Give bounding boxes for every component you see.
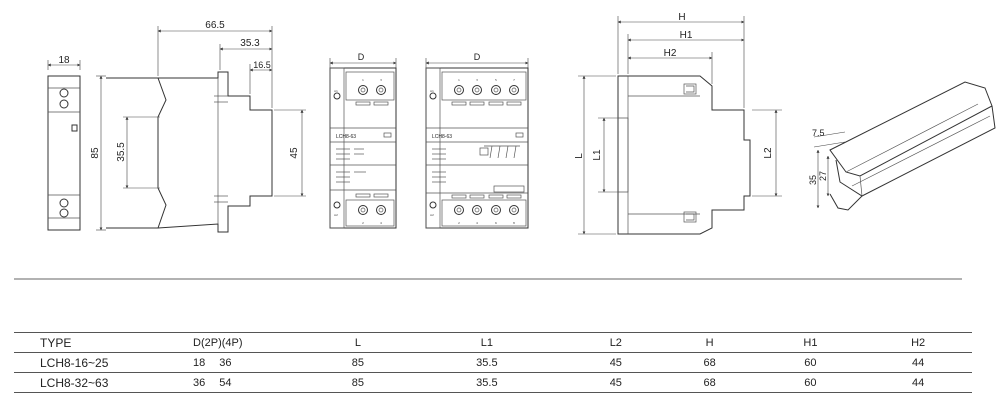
model-label-2p: LCH8-63 bbox=[336, 134, 356, 140]
dim-width-2p: D bbox=[358, 52, 365, 62]
row-H1: 60 bbox=[756, 352, 865, 373]
row-L1: 35.5 bbox=[404, 372, 569, 393]
row-type: LCH8-32~63 bbox=[14, 372, 165, 393]
dim-module-width: 18 bbox=[58, 55, 70, 66]
row-L1: 35.5 bbox=[404, 352, 569, 373]
row-H: 68 bbox=[662, 352, 757, 373]
terminal-6-4p: 6 bbox=[495, 221, 497, 225]
dim-overall-depth: 66.5 bbox=[205, 20, 225, 31]
front-view-4p: D 1 3 5 7 A1 LCH8-63 bbox=[425, 52, 529, 229]
row-L: 85 bbox=[311, 352, 405, 373]
dimension-table: TYPE D(2P)(4P) L L1 L2 H H1 H2 LCH8-16~2… bbox=[14, 332, 972, 393]
coil-a2-2p: A2 bbox=[334, 213, 338, 217]
row-H1: 60 bbox=[756, 372, 865, 393]
dim-rail-inner: 27 bbox=[818, 171, 828, 181]
header-type: TYPE bbox=[14, 332, 165, 353]
dim-H2: H2 bbox=[664, 48, 677, 59]
narrow-front-view: 18 85 bbox=[47, 55, 106, 231]
row-L2: 45 bbox=[568, 352, 663, 373]
section-view: H H1 H2 L L1 L2 bbox=[574, 12, 782, 235]
terminal-2: 2 bbox=[362, 221, 364, 225]
table-header-row: TYPE D(2P)(4P) L L1 L2 H H1 H2 bbox=[14, 332, 972, 353]
dim-rail-height: 35 bbox=[808, 175, 818, 185]
terminal-5-4p: 5 bbox=[495, 78, 497, 82]
profile-view: 66.5 35.3 16.5 35.5 45 bbox=[106, 20, 306, 233]
dim-L1: L1 bbox=[592, 149, 603, 161]
din-rail: 7.5 35 27 bbox=[808, 81, 996, 211]
dimension-drawing: 18 85 66.5 35.3 16.5 bbox=[14, 12, 996, 280]
dim-width-4p: D bbox=[474, 52, 481, 62]
row-L: 85 bbox=[311, 372, 405, 393]
terminal-3-4p: 3 bbox=[476, 78, 478, 82]
row-type: LCH8-16~25 bbox=[14, 352, 165, 373]
row-H: 68 bbox=[662, 372, 757, 393]
header-H: H bbox=[662, 332, 757, 353]
terminal-8-4p: 8 bbox=[513, 221, 515, 225]
terminal-3: 3 bbox=[380, 78, 382, 82]
dim-front-height: 45 bbox=[289, 147, 300, 159]
header-H2: H2 bbox=[864, 332, 972, 353]
terminal-4-4p: 4 bbox=[476, 221, 478, 225]
front-view-2p: D 1 3 A1 LCH8-63 A2 bbox=[329, 52, 397, 229]
terminal-1: 1 bbox=[362, 78, 364, 82]
terminal-2-4p: 2 bbox=[458, 221, 460, 225]
dim-L2: L2 bbox=[763, 147, 774, 159]
row-L2: 45 bbox=[568, 372, 663, 393]
header-H1: H1 bbox=[756, 332, 865, 353]
dim-depth-mid: 35.3 bbox=[240, 38, 260, 49]
header-L1: L1 bbox=[404, 332, 569, 353]
coil-a1-2p: A1 bbox=[334, 89, 338, 93]
terminal-1-4p: 1 bbox=[458, 78, 460, 82]
header-L2: L2 bbox=[568, 332, 663, 353]
dim-H: H bbox=[678, 12, 685, 23]
model-label-4p: LCH8-63 bbox=[432, 134, 452, 140]
dim-L: L bbox=[574, 153, 585, 159]
coil-a1-4p: A1 bbox=[430, 89, 434, 93]
coil-a2-4p: A2 bbox=[430, 213, 434, 217]
dim-depth-small: 16.5 bbox=[253, 60, 271, 70]
dim-rail-lip: 7.5 bbox=[812, 128, 825, 138]
dim-height: 85 bbox=[90, 147, 101, 159]
terminal-4: 4 bbox=[380, 221, 382, 225]
header-d: D(2P)(4P) bbox=[165, 332, 311, 353]
terminal-7-4p: 7 bbox=[513, 78, 515, 82]
row-H2: 44 bbox=[864, 352, 972, 373]
header-L: L bbox=[311, 332, 405, 353]
row-H2: 44 bbox=[864, 372, 972, 393]
dim-H1: H1 bbox=[680, 30, 693, 41]
dim-rail-window: 35.5 bbox=[116, 142, 127, 162]
